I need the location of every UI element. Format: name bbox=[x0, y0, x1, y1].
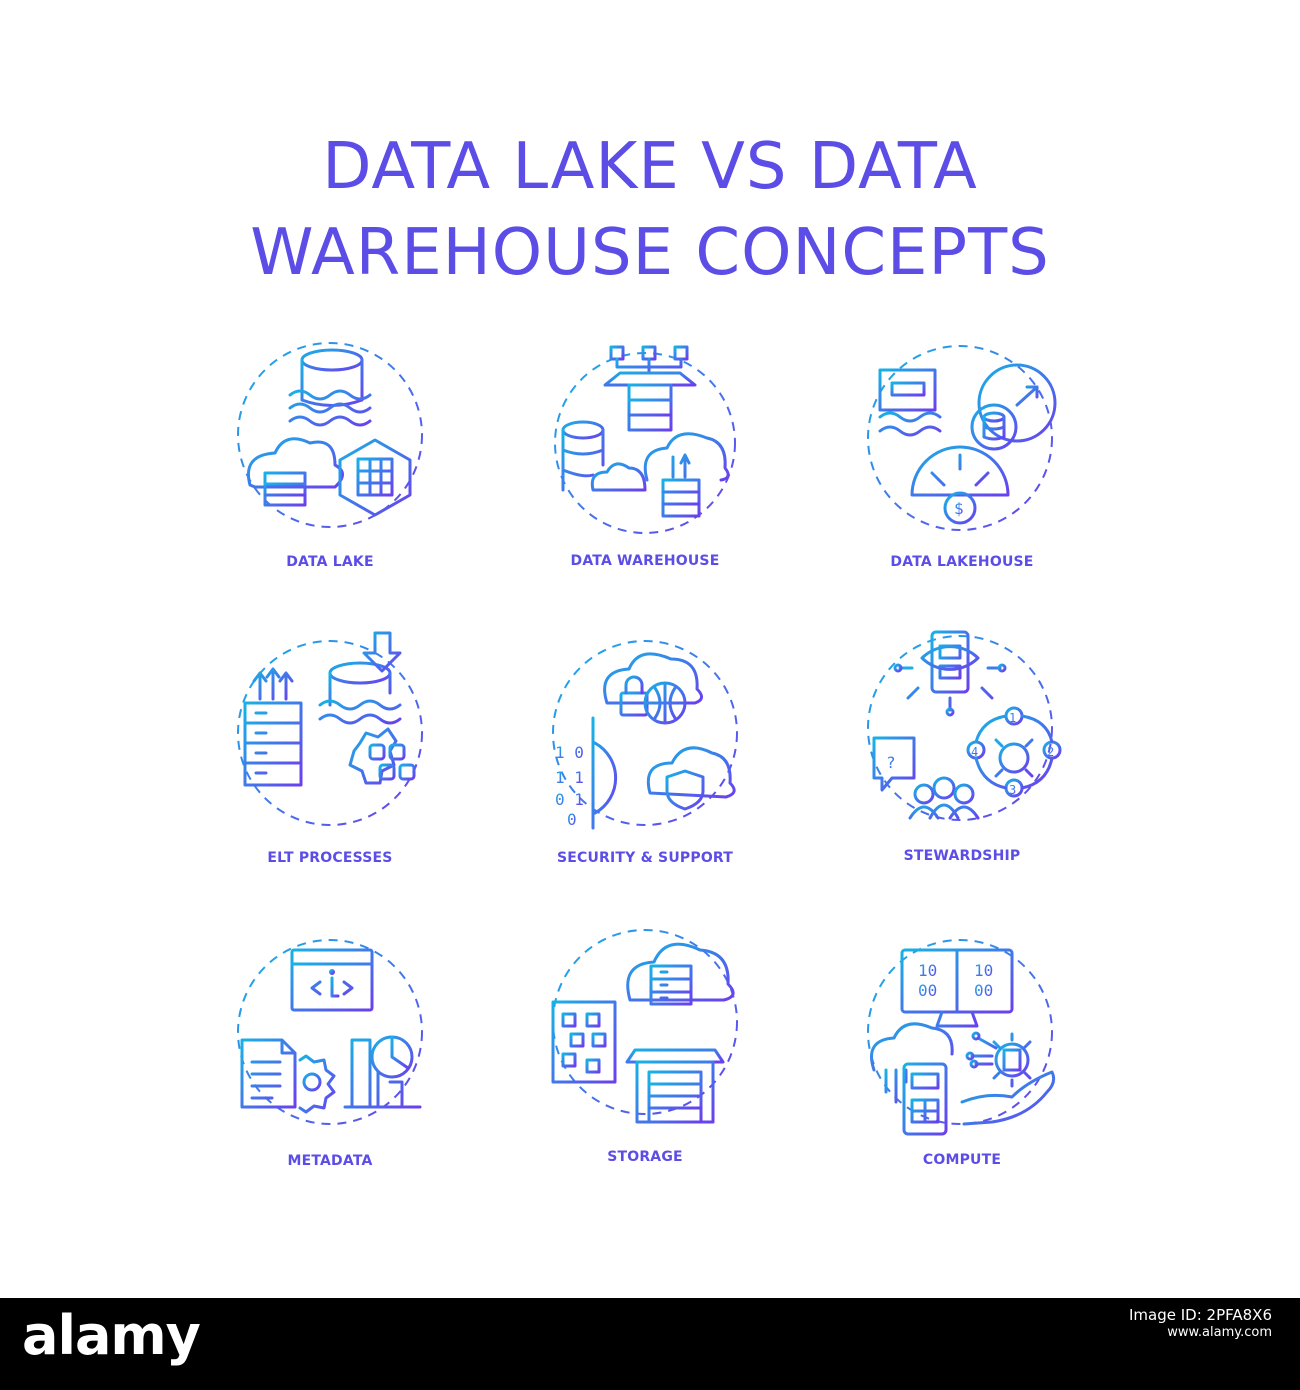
elt-processes-icon bbox=[220, 631, 440, 853]
data-lake-label: DATA LAKE bbox=[286, 554, 374, 570]
stewardship-icon: ? 1 2 3 4 bbox=[852, 628, 1072, 848]
binary-row-3: 0 1 bbox=[555, 790, 584, 809]
data-warehouse-icon bbox=[535, 345, 755, 565]
question-glyph: ? bbox=[886, 753, 896, 772]
security-support-label: SECURITY & SUPPORT bbox=[556, 850, 734, 866]
compute-bits-left-2: 00 bbox=[918, 981, 937, 1000]
compute-bits-left-1: 10 bbox=[918, 961, 937, 980]
step-2-glyph: 2 bbox=[1047, 745, 1054, 759]
storage-label: STORAGE bbox=[607, 1149, 683, 1165]
elt-processes-label: ELT PROCESSES bbox=[267, 850, 393, 866]
metadata-label: METADATA bbox=[287, 1153, 373, 1169]
data-lakehouse-icon: $ bbox=[852, 345, 1072, 565]
binary-row-4: 0 bbox=[567, 810, 577, 829]
security-support-icon: 1 0 1 1 0 1 0 bbox=[535, 633, 755, 853]
step-1-glyph: 1 bbox=[1009, 711, 1016, 725]
alamy-logo: alamy bbox=[22, 1304, 201, 1367]
data-warehouse-label: DATA WAREHOUSE bbox=[570, 553, 720, 569]
compute-bits-right-1: 10 bbox=[974, 961, 993, 980]
compute-label: COMPUTE bbox=[922, 1152, 1002, 1168]
storage-icon bbox=[535, 922, 755, 1142]
metadata-icon bbox=[220, 932, 440, 1152]
watermark-footer: alamy Image ID: 2PFA8X6 www.alamy.com bbox=[0, 1298, 1300, 1390]
data-lakehouse-label: DATA LAKEHOUSE bbox=[890, 554, 1034, 570]
site-url: www.alamy.com bbox=[1167, 1325, 1272, 1340]
image-id: Image ID: 2PFA8X6 bbox=[1128, 1306, 1272, 1324]
page-title-line-1: DATA LAKE VS DATA bbox=[322, 130, 978, 204]
stewardship-label: STEWARDSHIP bbox=[903, 848, 1021, 864]
compute-icon: 10 00 10 00 bbox=[852, 932, 1072, 1152]
data-lake-icon bbox=[220, 342, 440, 565]
dollar-glyph: $ bbox=[954, 499, 964, 518]
binary-row-2: 1 1 bbox=[555, 768, 584, 787]
stock-id-block: Image ID: 2PFA8X6 www.alamy.com bbox=[1129, 1304, 1272, 1342]
page-title-line-2: WAREHOUSE CONCEPTS bbox=[250, 216, 1050, 290]
step-4-glyph: 4 bbox=[971, 745, 978, 759]
binary-row-1: 1 0 bbox=[555, 743, 584, 762]
compute-bits-right-2: 00 bbox=[974, 981, 993, 1000]
step-3-glyph: 3 bbox=[1009, 783, 1016, 797]
